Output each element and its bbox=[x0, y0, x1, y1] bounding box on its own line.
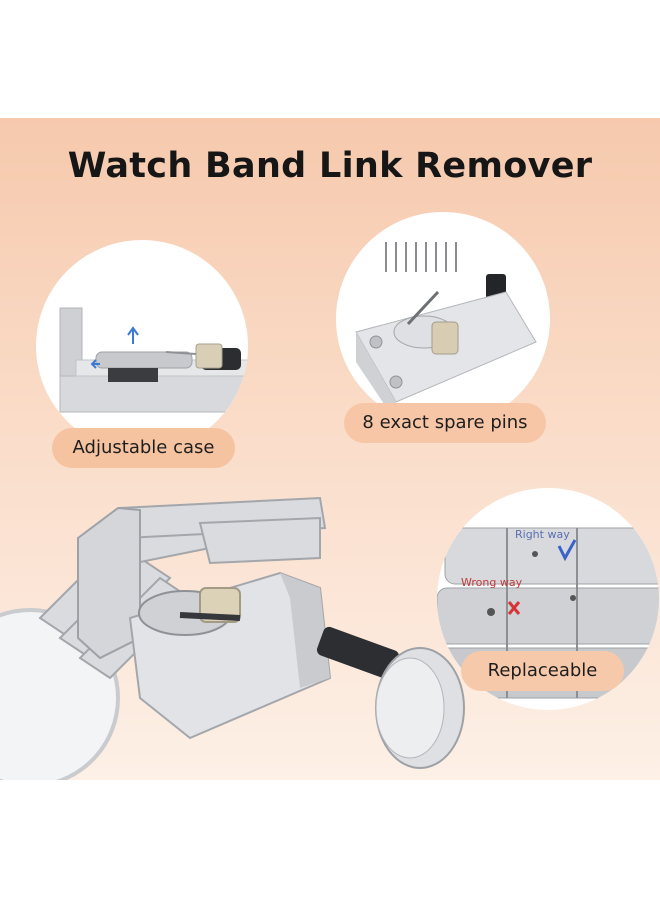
check-icon bbox=[557, 539, 577, 562]
replaceable-label: Replaceable bbox=[461, 651, 624, 691]
right-way-annotation: Right way bbox=[515, 528, 570, 541]
banner-title: Watch Band Link Remover bbox=[67, 146, 593, 186]
spare-pins-label: 8 exact spare pins bbox=[344, 403, 546, 443]
spare-pins-illustration bbox=[355, 242, 537, 422]
watch-case bbox=[0, 608, 120, 780]
cross-icon bbox=[507, 601, 521, 615]
adjustable-case-circle bbox=[36, 240, 248, 452]
bracelet bbox=[38, 496, 327, 680]
wrong-way-annotation: Wrong way bbox=[461, 576, 523, 589]
spare-pins-circle bbox=[336, 212, 550, 426]
product-banner: Watch Band Link Remover Adjustable case bbox=[0, 118, 660, 780]
adjustable-case-label: Adjustable case bbox=[52, 428, 235, 468]
tool-body bbox=[77, 506, 332, 740]
adjustable-case-illustration bbox=[59, 307, 248, 413]
pin-pusher-knob bbox=[199, 587, 241, 623]
